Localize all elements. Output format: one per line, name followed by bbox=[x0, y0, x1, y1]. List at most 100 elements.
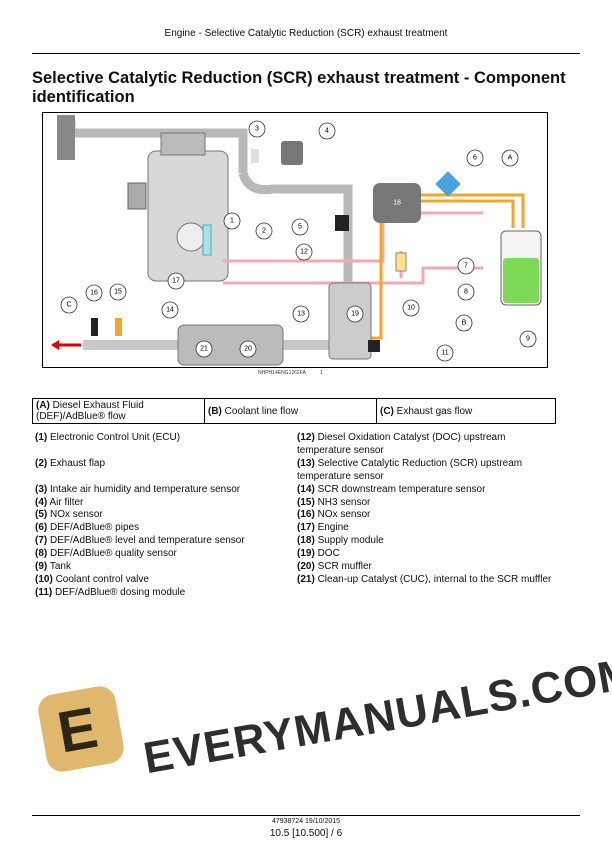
legend-label: DOC bbox=[317, 548, 340, 560]
legend-item: (9) Tank bbox=[35, 561, 285, 574]
legend-label: DEF/AdBlue® level and temperature sensor bbox=[50, 535, 245, 547]
legend-item: (20) SCR muffler bbox=[297, 561, 562, 574]
legend-label: NH3 sensor bbox=[317, 496, 371, 508]
callout-2: 2 bbox=[255, 222, 273, 240]
callout-4: 4 bbox=[318, 122, 336, 140]
watermark: EVERYMANUALS.COM bbox=[140, 648, 612, 784]
legend-item: (4) Air filter bbox=[35, 497, 285, 510]
legend-label: Tank bbox=[49, 561, 71, 573]
callout-circle bbox=[457, 283, 475, 301]
callout-circle bbox=[255, 222, 273, 240]
callout-10: 10 bbox=[402, 299, 420, 317]
watermark-logo: E bbox=[35, 683, 127, 775]
legend-item: (1) Electronic Control Unit (ECU) bbox=[35, 432, 285, 458]
legend-key: (10) bbox=[35, 573, 53, 585]
callout-label: 1 bbox=[230, 218, 234, 225]
legend-key: (3) bbox=[35, 483, 48, 495]
legend-key: (11) bbox=[35, 586, 53, 598]
callout-circle bbox=[248, 120, 266, 138]
callout-label: B bbox=[462, 320, 467, 327]
callout-21: 21 bbox=[195, 340, 213, 358]
legend-label: Exhaust flap bbox=[50, 457, 106, 469]
legend-key: (1) bbox=[35, 432, 48, 443]
callout-17: 17 bbox=[167, 272, 185, 290]
exhaust-arrowhead bbox=[51, 340, 59, 350]
callout-label: 10 bbox=[407, 305, 415, 312]
legend-label: DEF/AdBlue® quality sensor bbox=[50, 548, 177, 560]
legend-label: DEF/AdBlue® pipes bbox=[50, 522, 140, 534]
engine bbox=[127, 132, 229, 282]
callout-12: 12 bbox=[295, 243, 313, 261]
callout-label: 17 bbox=[172, 278, 180, 285]
legend-key: (21) bbox=[297, 573, 315, 585]
callout-circle bbox=[85, 284, 103, 302]
legend-label: NOx sensor bbox=[317, 509, 371, 521]
callout-19: 19 bbox=[346, 305, 364, 323]
legend-key: (20) bbox=[297, 561, 315, 573]
callout-7: 7 bbox=[457, 257, 475, 275]
legend-label: Engine bbox=[317, 522, 349, 534]
callout-label: C bbox=[66, 302, 71, 309]
legend-key: (17) bbox=[297, 522, 315, 534]
legend-left: (1) Electronic Control Unit (ECU)(2) Exh… bbox=[35, 432, 285, 600]
legend-label: Air filter bbox=[49, 496, 84, 508]
legend-key: (2) bbox=[35, 457, 48, 469]
callout-5: 5 bbox=[291, 218, 309, 236]
legend-label: Intake air humidity and temperature sens… bbox=[50, 483, 241, 495]
def-filter bbox=[435, 171, 461, 197]
footer-page: 10.5 [10.500] / 6 bbox=[269, 828, 343, 839]
callout-circle bbox=[455, 314, 473, 332]
callout-circle bbox=[346, 305, 364, 323]
callout-label: 16 bbox=[90, 290, 98, 297]
callout-circle bbox=[318, 122, 336, 140]
callout-label: 3 bbox=[255, 126, 259, 133]
legend-key: (14) bbox=[297, 483, 315, 495]
legend-label: Clean-up Catalyst (CUC), internal to the… bbox=[317, 573, 552, 585]
callout-13: 13 bbox=[292, 305, 310, 323]
legend-key: (16) bbox=[297, 509, 315, 521]
callout-circle bbox=[519, 330, 537, 348]
page-title: Selective Catalytic Reduction (SCR) exha… bbox=[32, 69, 566, 106]
legend-item: (10) Coolant control valve bbox=[35, 574, 285, 587]
legend-item: (19) DOC bbox=[297, 548, 562, 561]
footer-doc-date: 47938724 19/10/2015 bbox=[271, 818, 341, 825]
legend-label: DEF/AdBlue® dosing module bbox=[55, 586, 186, 598]
callout-A: A bbox=[501, 149, 519, 167]
callout-C: C bbox=[60, 296, 78, 314]
legend-label: NOx sensor bbox=[50, 509, 103, 521]
callout-11: 11 bbox=[436, 344, 454, 362]
legend-key: (7) bbox=[35, 535, 48, 547]
legend-item: (13) Selective Catalytic Reduction (SCR)… bbox=[297, 458, 562, 484]
callout-circle bbox=[436, 344, 454, 362]
callout-label: 9 bbox=[526, 336, 530, 343]
legend-label: Selective Catalytic Reduction (SCR) upst… bbox=[297, 457, 523, 482]
callout-8: 8 bbox=[457, 283, 475, 301]
callout-label: 11 bbox=[441, 350, 448, 357]
header-rule bbox=[32, 53, 580, 54]
callout-B: B bbox=[455, 314, 473, 332]
legend-key: (8) bbox=[35, 548, 48, 560]
callout-label: 12 bbox=[300, 249, 308, 256]
legend-item: (8) DEF/AdBlue® quality sensor bbox=[35, 548, 285, 561]
dosing-module bbox=[368, 340, 380, 352]
nox-sensor-16 bbox=[91, 318, 98, 336]
humidity-sensor bbox=[251, 149, 259, 163]
flow-legend-table: (A) Diesel Exhaust Fluid (DEF)/AdBlue® f… bbox=[32, 398, 556, 424]
legend-item: (14) SCR downstream temperature sensor bbox=[297, 484, 562, 497]
callout-16: 16 bbox=[85, 284, 103, 302]
callout-circle bbox=[291, 218, 309, 236]
legend-item: (5) NOx sensor bbox=[35, 509, 285, 522]
callout-label: 13 bbox=[297, 311, 305, 318]
callout-circle bbox=[295, 243, 313, 261]
callout-circle bbox=[161, 301, 179, 319]
callout-circle bbox=[109, 283, 127, 301]
legend-item: (11) DEF/AdBlue® dosing module bbox=[35, 587, 285, 600]
legend-key: (15) bbox=[297, 496, 315, 508]
legend-right: (12) Diesel Oxidation Catalyst (DOC) ups… bbox=[297, 432, 562, 587]
callout-circle bbox=[60, 296, 78, 314]
